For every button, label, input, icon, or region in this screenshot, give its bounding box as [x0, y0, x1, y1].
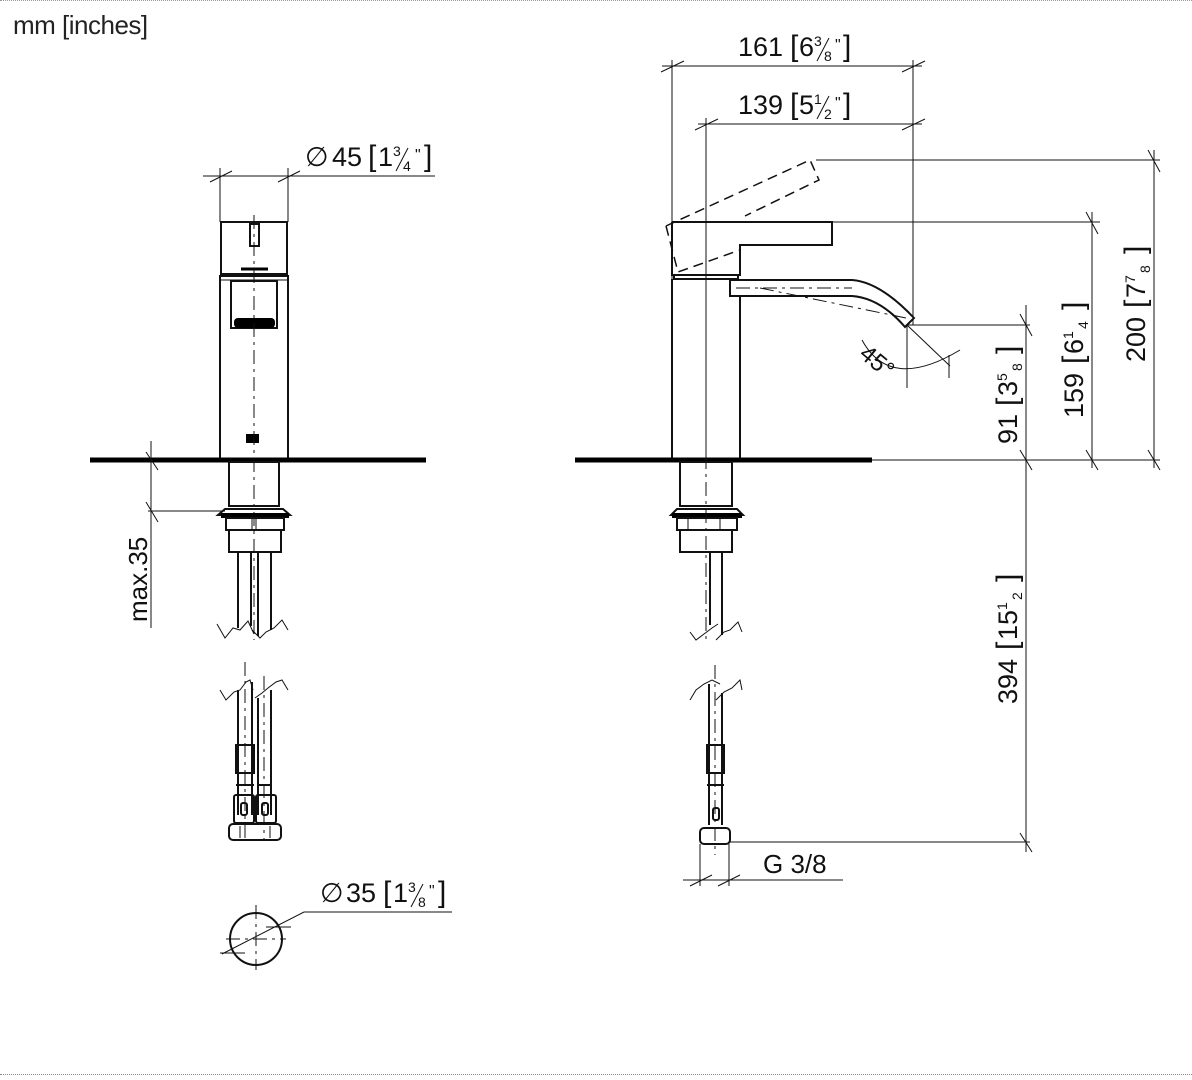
svg-text:394: 394 — [993, 659, 1023, 704]
svg-text:200: 200 — [1121, 317, 1151, 362]
dia-symbol: ∅ — [320, 878, 344, 908]
svg-text:3: 3 — [408, 879, 416, 895]
dim-connection-g38: G 3/8 — [683, 844, 843, 887]
front-mount — [215, 461, 293, 639]
dia-symbol: ∅ — [305, 142, 329, 172]
svg-text:": " — [835, 95, 841, 112]
svg-text:161: 161 — [738, 32, 783, 62]
svg-text:[: [ — [991, 641, 1024, 650]
svg-text:]: ] — [424, 140, 432, 173]
dim-diameter-45: ∅ 45 [ 1 3 4 " ] — [203, 140, 435, 222]
dim-hose-length-394: 394 [ 15 1 2 ] — [730, 574, 1033, 853]
svg-text:2: 2 — [824, 106, 832, 122]
svg-text:[: [ — [790, 30, 799, 63]
svg-text:[: [ — [383, 876, 392, 909]
dim-max-35: max.35 — [123, 441, 225, 628]
faucet-front-body — [219, 215, 289, 640]
svg-text:7: 7 — [1121, 283, 1151, 298]
svg-text:[: [ — [790, 88, 799, 121]
svg-text:8: 8 — [824, 48, 832, 64]
svg-text:1: 1 — [393, 878, 408, 908]
svg-text:139: 139 — [738, 90, 783, 120]
svg-text:]: ] — [1057, 302, 1090, 310]
svg-text:": " — [429, 883, 435, 900]
dim-spout-height-91: 91 [ 3 5 8 ] — [991, 305, 1033, 852]
svg-text:5: 5 — [994, 373, 1010, 381]
svg-text:": " — [415, 147, 421, 164]
svg-text:15: 15 — [993, 610, 1023, 640]
dim-max-height-200: 200 [ 7 7 8 ] — [816, 149, 1161, 471]
dim-spout-reach-139: 139 [ 5 1 2 " ] — [694, 88, 926, 460]
svg-text:[: [ — [1057, 355, 1090, 364]
svg-text:91: 91 — [993, 414, 1023, 444]
svg-text:8: 8 — [1009, 363, 1025, 371]
dim-hole-35: ∅ 35 [ 1 3 8 " ] — [220, 876, 452, 970]
svg-text:8: 8 — [1137, 265, 1153, 273]
svg-text:]: ] — [438, 876, 446, 909]
svg-text:[: [ — [991, 397, 1024, 406]
dim-lever-height-159: 159 [ 6 1 4 ] — [820, 211, 1100, 471]
svg-text:35: 35 — [346, 878, 376, 908]
svg-text:45°: 45° — [854, 340, 899, 384]
svg-text:3: 3 — [993, 381, 1023, 396]
svg-text:]: ] — [843, 88, 851, 121]
svg-text:8: 8 — [418, 894, 426, 910]
svg-text:45: 45 — [332, 142, 362, 172]
svg-text:]: ] — [991, 574, 1024, 582]
svg-text:1: 1 — [814, 91, 822, 107]
side-view: 161 [ 6 3 8 " ] 139 [ 5 1 2 " ] — [575, 30, 1161, 887]
svg-text:4: 4 — [1075, 321, 1091, 329]
svg-text:3: 3 — [814, 33, 822, 49]
svg-text:1: 1 — [1060, 331, 1076, 339]
svg-text:G 3/8: G 3/8 — [763, 849, 827, 879]
svg-text:5: 5 — [799, 90, 814, 120]
side-hose-end — [689, 665, 743, 855]
bottom-border — [0, 1074, 1192, 1075]
svg-text:7: 7 — [1122, 275, 1138, 283]
svg-text:1: 1 — [994, 602, 1010, 610]
svg-text:2: 2 — [1009, 592, 1025, 600]
svg-text:": " — [835, 37, 841, 54]
svg-text:max.35: max.35 — [123, 537, 153, 622]
svg-text:]: ] — [991, 346, 1024, 354]
faucet-side-body — [665, 159, 916, 460]
svg-text:4: 4 — [403, 158, 411, 174]
svg-text:6: 6 — [1059, 339, 1089, 354]
front-view: ∅ 45 [ 1 3 4 " ] — [90, 140, 452, 970]
svg-text:]: ] — [1119, 246, 1152, 254]
top-border — [0, 0, 1192, 1]
front-hose-ends — [219, 662, 289, 841]
svg-text:3: 3 — [393, 143, 401, 159]
units-label: mm [inches] — [13, 10, 148, 40]
side-mount — [668, 455, 746, 641]
svg-text:159: 159 — [1059, 373, 1089, 418]
svg-text:]: ] — [843, 30, 851, 63]
svg-text:6: 6 — [799, 32, 814, 62]
svg-text:1: 1 — [378, 142, 393, 172]
svg-text:[: [ — [368, 140, 377, 173]
svg-text:[: [ — [1119, 299, 1152, 308]
